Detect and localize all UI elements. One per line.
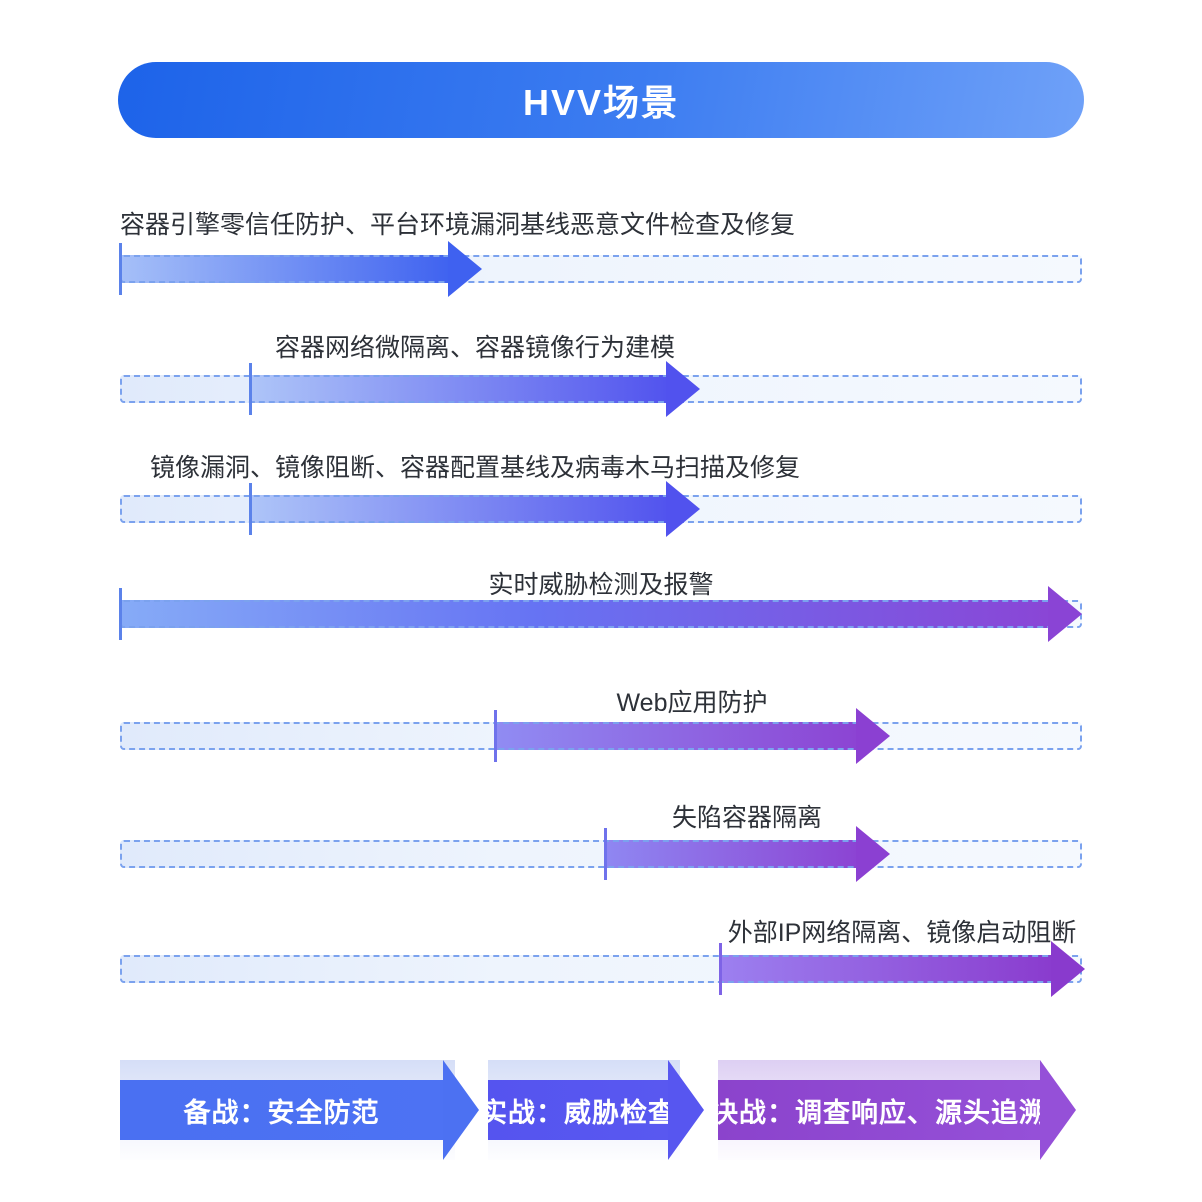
phase-label: 决战：调查响应、源头追溯 <box>711 1097 1047 1128</box>
phase-banner-final: 决战：调查响应、源头追溯 <box>711 1080 1046 1140</box>
phase-arrow-head-icon <box>443 1060 479 1160</box>
phase-arrow-head-icon <box>668 1060 704 1160</box>
task-arrow-head-icon <box>856 708 890 764</box>
task-track <box>119 586 1082 642</box>
task-label: 失陷容器隔离 <box>671 804 823 832</box>
task-start-tick <box>719 943 722 995</box>
task-track <box>120 826 1082 882</box>
task-track <box>120 481 1082 537</box>
task-track <box>120 708 1082 764</box>
task-start-tick <box>249 363 252 415</box>
task-start-tick <box>494 710 497 762</box>
task-label: Web应用防护 <box>616 689 768 717</box>
task-arrow <box>250 495 666 523</box>
phase-label: 备战：安全防范 <box>183 1097 380 1128</box>
task-arrow-head-icon <box>666 361 700 417</box>
task-track <box>120 361 1082 417</box>
task-arrow-head-icon <box>666 481 700 537</box>
task-track <box>120 941 1085 997</box>
task-arrow-head-icon <box>448 241 482 297</box>
task-arrow-head-icon <box>1048 586 1082 642</box>
task-arrow <box>605 840 856 868</box>
phase-banner-combat: 实战：威胁检查 <box>480 1080 675 1140</box>
phase-banner-prepare: 备战：安全防范 <box>120 1080 443 1140</box>
phase-arrow-head-icon <box>1040 1060 1076 1160</box>
task-arrow <box>495 722 856 750</box>
task-start-tick <box>604 828 607 880</box>
task-track <box>119 241 1082 297</box>
task-label: 容器网络微隔离、容器镜像行为建模 <box>274 334 676 362</box>
task-start-tick <box>119 243 122 295</box>
task-label: 外部IP网络隔离、镜像启动阻断 <box>727 919 1077 947</box>
task-label: 容器引擎零信任防护、平台环境漏洞基线恶意文件检查及修复 <box>120 211 796 239</box>
phase-label: 实战：威胁检查 <box>480 1097 676 1128</box>
task-arrow <box>120 255 448 283</box>
task-arrow-head-icon <box>856 826 890 882</box>
task-arrow <box>720 955 1051 983</box>
phase-banner-section: 备战：安全防范 实战：威胁检查 决战：调查响应、源头追溯 <box>0 1060 1202 1164</box>
task-arrow <box>120 600 1048 628</box>
task-start-tick <box>249 483 252 535</box>
header-banner: HVV场景 <box>118 62 1084 138</box>
task-start-tick <box>119 588 122 640</box>
task-arrow <box>250 375 666 403</box>
task-label: 镜像漏洞、镜像阻断、容器配置基线及病毒木马扫描及修复 <box>149 454 801 482</box>
page-title: HVV场景 <box>522 82 680 123</box>
task-arrow-head-icon <box>1051 941 1085 997</box>
task-label: 实时威胁检测及报警 <box>488 571 714 599</box>
